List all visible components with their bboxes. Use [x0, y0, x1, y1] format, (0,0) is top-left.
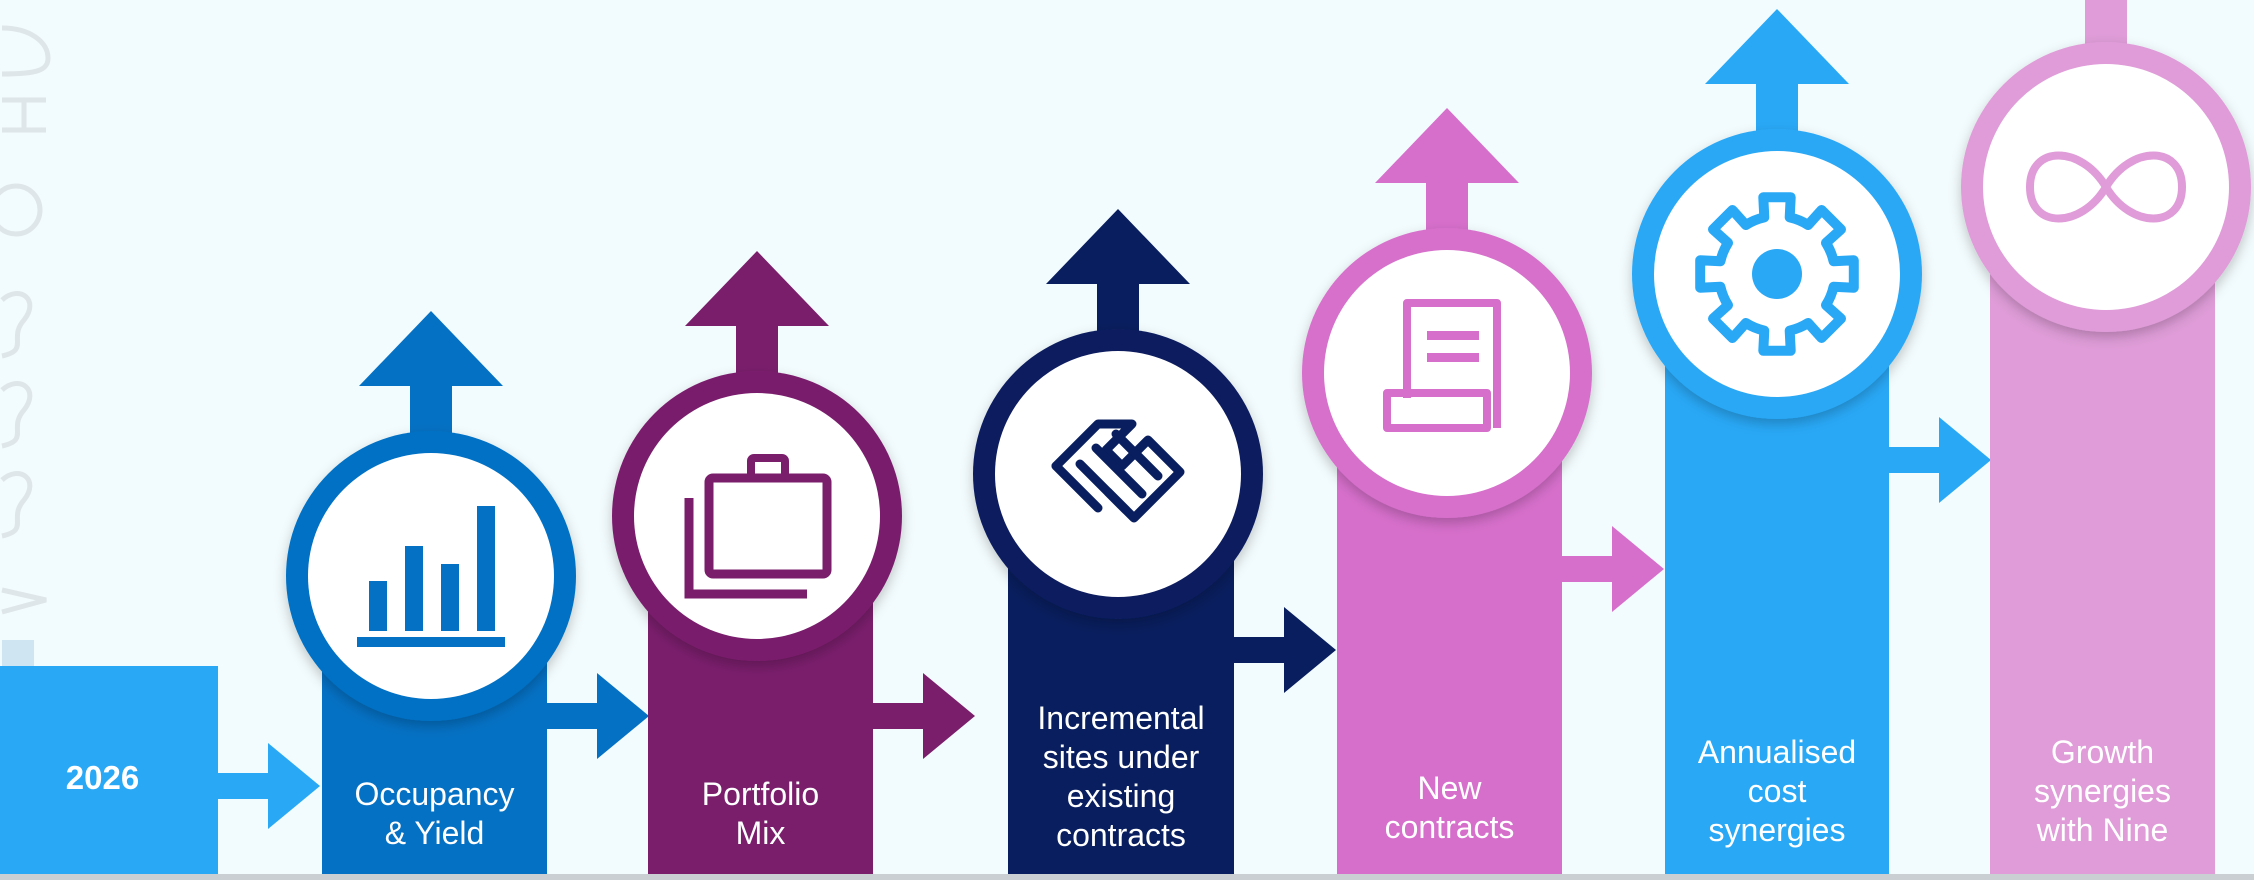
- gear-icon: [1695, 192, 1859, 356]
- step-label: Incremental sites under existing contrac…: [1037, 700, 1205, 853]
- step-label: Annualised cost synergies: [1697, 734, 1857, 848]
- connector-arrow: [547, 673, 649, 759]
- infinity-icon: [2025, 151, 2187, 223]
- step-label: Portfolio Mix: [701, 776, 820, 851]
- start-arrow: [218, 743, 320, 829]
- up-arrow: [359, 311, 503, 456]
- step-1: [286, 311, 649, 880]
- icon-disc: [308, 453, 554, 699]
- connector-arrow: [1234, 607, 1336, 693]
- start-bar: [0, 666, 218, 880]
- up-arrow: [1046, 209, 1190, 354]
- step-label: New contracts: [1384, 770, 1515, 845]
- handshake-icon: [1051, 419, 1185, 523]
- connector-arrow: [1562, 526, 1664, 612]
- up-arrow: [1705, 9, 1849, 154]
- connector-arrow: [1889, 417, 1991, 503]
- bar-chart-icon: [357, 506, 505, 647]
- baseline-divider: [0, 874, 2254, 880]
- briefcase-icon: [684, 454, 832, 599]
- step-6: [1961, 0, 2251, 880]
- document-scroll-icon: [1383, 299, 1501, 432]
- icon-disc: [634, 393, 880, 639]
- step-label: Occupancy & Yield: [354, 776, 515, 851]
- connector-arrow: [873, 673, 975, 759]
- step-3: [973, 209, 1336, 880]
- up-arrow: [1375, 108, 1519, 253]
- step-5: [1632, 9, 1991, 880]
- up-arrow: [685, 251, 829, 396]
- icon-disc: [1324, 250, 1570, 496]
- step-2: [612, 251, 975, 880]
- step-4: [1302, 108, 1664, 880]
- step-label: Growth synergies with Nine: [2034, 734, 2171, 848]
- start-label: 2026: [65, 759, 140, 796]
